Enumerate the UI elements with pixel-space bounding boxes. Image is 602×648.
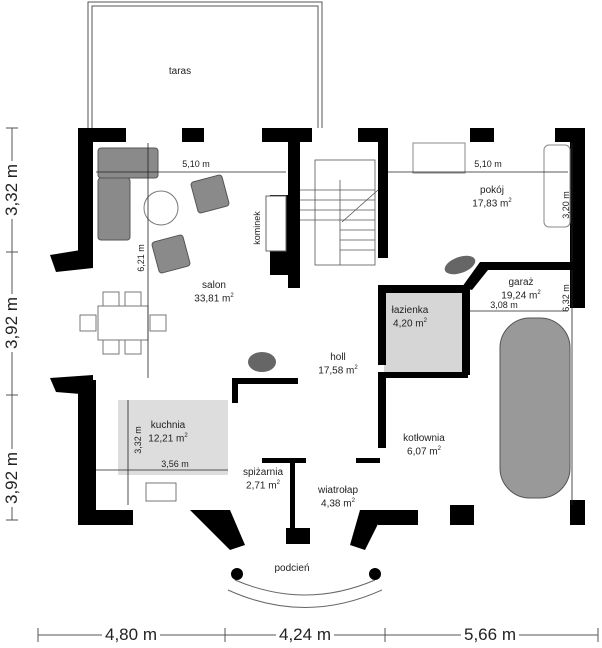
plant [444,255,476,275]
car [499,317,571,499]
bottom-dimension-2: 4,24 m [276,625,334,645]
column [369,568,381,580]
desk [412,142,466,174]
terrace-outline [87,1,323,128]
room-label-taras: taras [168,66,192,77]
left-dimension-1: 3,32 m [2,161,22,219]
room-label-podcien: podcień [274,563,310,574]
pokoj-length: 3,20 m [561,191,571,219]
fireplace [265,195,287,252]
sink [145,482,177,502]
garaz-length: 6,32 m [561,284,571,312]
column [231,568,243,580]
bathroom-floor [384,290,466,372]
bed [543,144,571,228]
salon-width: 5,10 m [182,159,210,169]
walls [50,128,585,550]
kitchen-floor [118,400,228,475]
armchair [151,234,191,274]
pokoj-width: 5,10 m [474,159,502,169]
bottom-dimension-1: 4,80 m [102,625,160,645]
left-dimension-3: 3,92 m [2,449,22,507]
salon-length: 6,21 m [136,244,146,272]
porch [227,579,383,608]
bottom-dimension-3: 5,66 m [461,625,519,645]
armchair [190,174,230,214]
coffee-table [143,190,179,226]
left-dimension-2: 3,92 m [2,294,22,352]
room-dimension-lines [96,143,573,505]
staircase [300,159,379,266]
fireplace-label: kominek [252,211,262,245]
kuchnia-width: 3,56 m [161,459,189,469]
plant [248,352,276,372]
kuchnia-length: 3,32 m [133,426,143,454]
sofa [97,147,159,241]
garaz-width: 3,08 m [490,300,518,310]
dining-table [79,291,167,355]
